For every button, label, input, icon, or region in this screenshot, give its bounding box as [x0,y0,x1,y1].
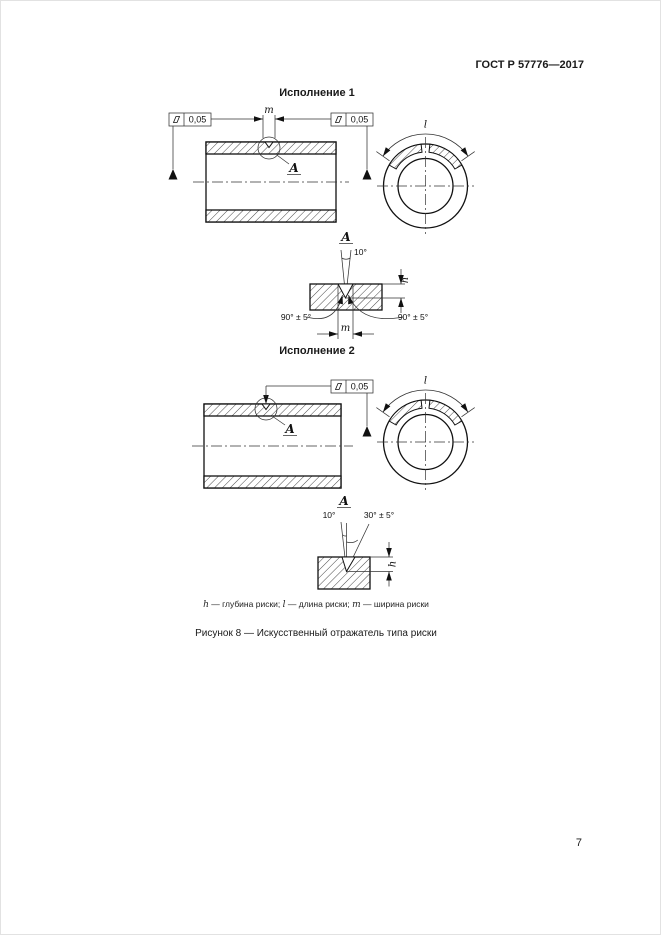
figure-caption: Рисунок 8 — Искусственный отражатель тип… [195,628,437,639]
v1-detail-notch [337,283,354,300]
tolerance-symbol-icon [334,383,343,390]
figure-legend: h — глубина риски; l — длина риски; m — … [116,599,516,610]
v1-reflector-arc-left [388,143,423,170]
legend-l-var: l [282,600,286,610]
version2-title: Исполнение 2 [279,345,355,357]
legend-m-text: — ширина риски [360,599,429,609]
v2-arc-length-dimension: l [376,376,475,418]
v2-arc-length-label: l [424,376,427,387]
datum-triangle-icon [168,169,178,180]
v2-detail-view: A 10° 30° ± 5° h [317,494,399,590]
v2-cylinder-wall-bottom [203,475,342,489]
v1-flank-angle-left: 90° ± 5° [281,294,346,322]
v2-tolerance-frame: 0,05 [330,379,374,394]
v2-tolerance-leader [263,385,331,404]
v2-detail-angle-right: 30° ± 5° [364,510,394,520]
v1-width-label: m [264,105,273,116]
v2-detail-angle-left: 10° [323,510,336,520]
document-header: ГОСТ Р 57776—2017 [475,59,584,71]
v2-callout-label: A [284,422,294,436]
v1-width-dimension: m [211,105,331,138]
version1-title: Исполнение 1 [279,87,355,99]
v2-tolerance-value: 0,05 [351,382,369,392]
v2-reflector-arc-right [428,399,463,426]
svg-text:m: m [341,323,350,334]
v1-detail-angle-top: 10° [354,247,367,257]
legend-h-text: — глубина риски; [208,599,283,609]
svg-text:90° ± 5°: 90° ± 5° [398,312,428,322]
v1-detail-view: A 10° 90° ± 5° 90° ± 5° [281,230,428,339]
v1-main-view: A m 0,05 [168,105,374,223]
v2-section-view: l [376,376,475,490]
v1-reflector-arc-right [428,143,463,170]
v2-callout-leader [273,416,286,426]
v1-detail-callout-circle [257,136,281,160]
v1-detail-width-dimension: m [317,285,374,339]
legend-m-var: m [352,600,361,610]
v2-detail-notch [341,556,356,573]
v1-notch [264,141,274,149]
v2-detail-title: A [338,494,348,508]
v1-tolerance-value-right: 0,05 [351,115,369,125]
v1-callout-leader [277,155,290,165]
legend-h-var: h [203,600,209,610]
v1-flank-angle-right: 90° ± 5° [345,294,428,322]
svg-text:h: h [388,561,399,567]
v1-arc-length-label: l [424,120,427,131]
v1-detail-title: A [340,230,350,244]
v1-tolerance-frame-right: 0,05 [330,112,374,127]
tolerance-symbol-icon [172,116,181,123]
v2-cylinder-wall-top [203,403,342,417]
v1-depth-dimension: h [345,269,411,313]
v2-notch [261,403,271,411]
datum-triangle-icon [362,426,372,437]
v2-depth-dimension: h [346,542,399,587]
svg-text:h: h [400,277,411,283]
v1-arc-length-dimension: l [376,120,475,162]
v2-reflector-arc-left [388,399,423,426]
v1-cylinder-wall-bottom [205,209,337,223]
datum-triangle-icon [362,169,372,180]
v2-main-view: A 0,05 [192,379,374,489]
v1-tolerance-frame-left: 0,05 [168,112,212,127]
svg-text:90° ± 5°: 90° ± 5° [281,312,311,322]
legend-l-text: — длина риски; [285,599,353,609]
tolerance-symbol-icon [334,116,343,123]
v1-callout-label: A [288,161,298,175]
v1-tolerance-value-left: 0,05 [189,115,207,125]
v1-section-view: l [376,120,475,234]
page-number: 7 [575,837,582,849]
